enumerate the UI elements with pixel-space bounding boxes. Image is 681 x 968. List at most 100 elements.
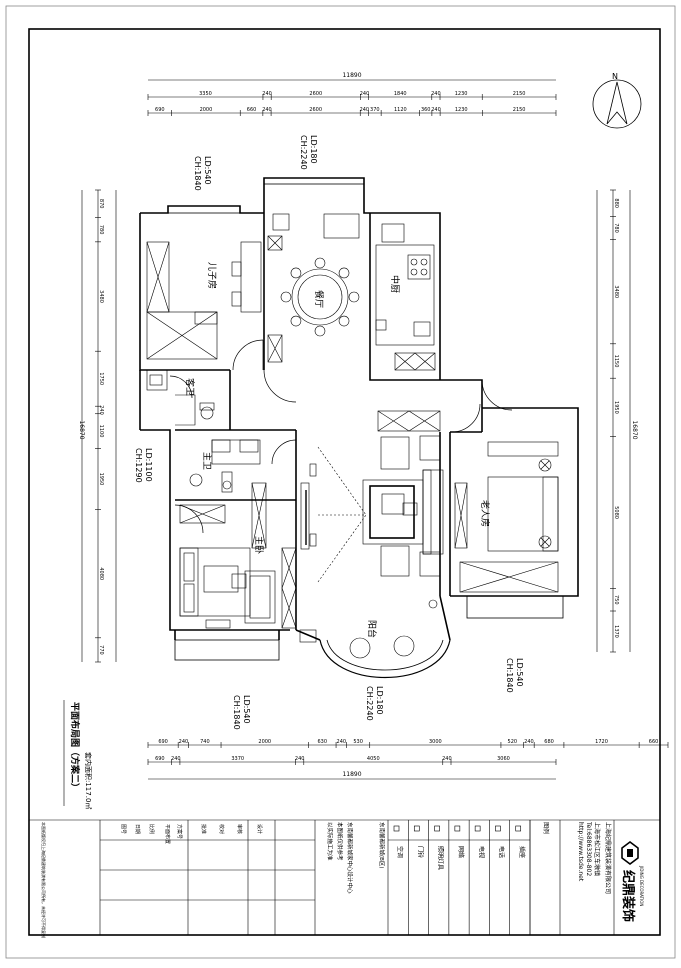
top-dim-b-6: 370 — [370, 107, 380, 113]
cell-value-1: 平面布置 — [164, 824, 171, 844]
dining-chair — [338, 315, 350, 327]
outer-border — [5, 5, 676, 959]
legend-symbol-icon — [413, 825, 420, 832]
bottom-dim-a-5: 240 — [337, 739, 347, 745]
bottom-dim-a-8: 520 — [508, 739, 518, 745]
legend-symbol-icon — [495, 825, 501, 832]
logo-text: 纪鼎装饰 — [620, 870, 636, 922]
top-dim-b-9: 240 — [431, 107, 441, 113]
footer-note: 本图纸版权归上海纪鼎建筑装潢有限公司所有，未经许可不得复制 — [41, 822, 47, 938]
legend-item-2: 电视 — [477, 846, 485, 858]
bottom-dim-a-12: 660 — [649, 739, 659, 745]
dining-chair — [314, 257, 326, 269]
project-info: 东南馨都新城(B区) 东南馨都新城家中心设计中心 本图纸仅供参考 以实际施工为准 — [326, 822, 386, 894]
dining-chair — [348, 291, 360, 303]
right-total-dim: 16870 — [631, 420, 638, 439]
bottom-dim-b-4: 4050 — [367, 756, 380, 762]
ceiling-note-bottom-left-ld: LD:540 — [242, 695, 251, 724]
right-dim-6: 750 — [613, 595, 619, 605]
bottom-total-dim: 11890 — [342, 771, 361, 778]
ceiling-note-bottom-center-ch: CH:2240 — [365, 686, 374, 721]
legend-item-6: 空调 — [396, 846, 404, 858]
ceiling-note-right-ch: CH:1840 — [505, 658, 514, 693]
ceiling-note-upper-left-ld: LD:540 — [203, 156, 212, 185]
bottom-dim-a-4: 630 — [318, 739, 328, 745]
svg-text:N: N — [612, 72, 618, 81]
legend-symbol-icon — [434, 825, 440, 832]
legend-item-5: 门铃 — [416, 846, 424, 858]
design-note-2: 以实际施工为准 — [326, 822, 334, 861]
top-dim-b-4: 2600 — [309, 107, 322, 113]
bottom-dim-a-6: 530 — [353, 739, 363, 745]
company-address: 上海市松江区车墩镇 — [593, 822, 601, 876]
dining-chair — [338, 267, 350, 279]
left-dim-6: 1950 — [98, 473, 104, 486]
project-name-left: 东南馨都新城(B区) — [378, 822, 386, 869]
dining-chair — [290, 267, 302, 279]
bottom-dim-b-5: 240 — [442, 756, 452, 762]
room-label-kids: 儿子房 — [206, 262, 218, 289]
bottom-dim-a-1: 240 — [179, 739, 189, 745]
bottom-dim-b-0: 690 — [155, 756, 165, 762]
right-dim-3: 1150 — [613, 355, 619, 368]
top-dim-a-5: 240 — [431, 91, 441, 97]
ceiling-note-top-ld: LD:180 — [309, 135, 318, 164]
ceiling-notes: LD:180 CH:2240 LD:540 CH:1840 LD:1100 CH… — [134, 135, 524, 730]
legend-item-3: 网络 — [457, 846, 465, 858]
right-dim-0: 880 — [613, 198, 619, 208]
logo-subtitle: JIDING DECORATION — [639, 865, 644, 906]
bottom-dim-b-3: 240 — [295, 756, 305, 762]
inner-border — [28, 28, 661, 936]
legend-symbol-icon — [393, 825, 400, 832]
top-dim-b-8: 360 — [421, 107, 431, 113]
bottom-dim-a-0: 690 — [158, 739, 168, 745]
ceiling-note-right-ld: LD:540 — [515, 658, 524, 687]
sign-row-label-3: 批准 — [200, 824, 207, 834]
furniture — [146, 213, 559, 659]
walls — [139, 177, 579, 678]
right-dim-2: 3480 — [613, 285, 619, 298]
ceiling-note-top-ch: CH:2240 — [299, 135, 308, 170]
bottom-dim-a-11: 1720 — [595, 739, 608, 745]
sign-row-label-0: 设计 — [256, 824, 263, 834]
top-dim-a-6: 1230 — [455, 91, 468, 97]
legend-symbol-icon — [474, 825, 481, 832]
company-logo: 纪鼎装饰 JIDING DECORATION — [620, 841, 644, 922]
sign-row-label-2: 校对 — [218, 824, 225, 834]
top-dim-b-3: 240 — [262, 107, 272, 113]
legend-item-1: 电话 — [498, 846, 506, 858]
left-dim-2: 3480 — [98, 290, 104, 303]
room-labels: 儿子房 餐厅 中厨 客卫 主卫 主卧 老人房 阳台 — [184, 262, 491, 638]
top-dim-b-1: 2000 — [200, 107, 213, 113]
legend-symbol-icon — [515, 825, 522, 832]
left-dim-8: 770 — [98, 645, 104, 655]
right-dimensions — [596, 190, 631, 652]
ceiling-note-middle-left-ch: CH:1290 — [134, 448, 143, 483]
legend-item-0: 插座 — [518, 846, 526, 858]
project-name-right: 东南馨都新城家中心设计中心 — [346, 822, 354, 894]
right-dim-4: 1950 — [613, 401, 619, 414]
left-dim-1: 780 — [98, 225, 104, 235]
top-dim-b-2: 660 — [247, 107, 257, 113]
plan-title-block: 平面布局图（方案二） 套内面积:117.0㎡ — [63, 700, 93, 809]
left-dim-0: 870 — [98, 199, 104, 209]
top-dim-a-4: 1840 — [394, 91, 407, 97]
top-dim-b-10: 1230 — [455, 107, 468, 113]
top-dim-b-0: 690 — [155, 107, 165, 113]
right-dim-7: 1370 — [613, 625, 619, 638]
dining-chair — [314, 325, 326, 337]
small-label-0: 比例 — [148, 824, 155, 834]
right-dim-1: 780 — [613, 223, 619, 233]
cell-value-0: 方案号 — [176, 824, 183, 839]
left-dim-7: 4080 — [98, 567, 104, 580]
ceiling-note-bottom-left-ch: CH:1840 — [232, 695, 241, 730]
bottom-dim-b-1: 240 — [171, 756, 181, 762]
legend-item-4: 照明灯具 — [437, 846, 445, 870]
small-label-2: 图号 — [120, 824, 126, 834]
ceiling-note-upper-left-ch: CH:1840 — [193, 156, 202, 191]
top-dim-b-7: 1120 — [394, 107, 407, 113]
room-label-master-bed: 主卧 — [253, 536, 265, 554]
